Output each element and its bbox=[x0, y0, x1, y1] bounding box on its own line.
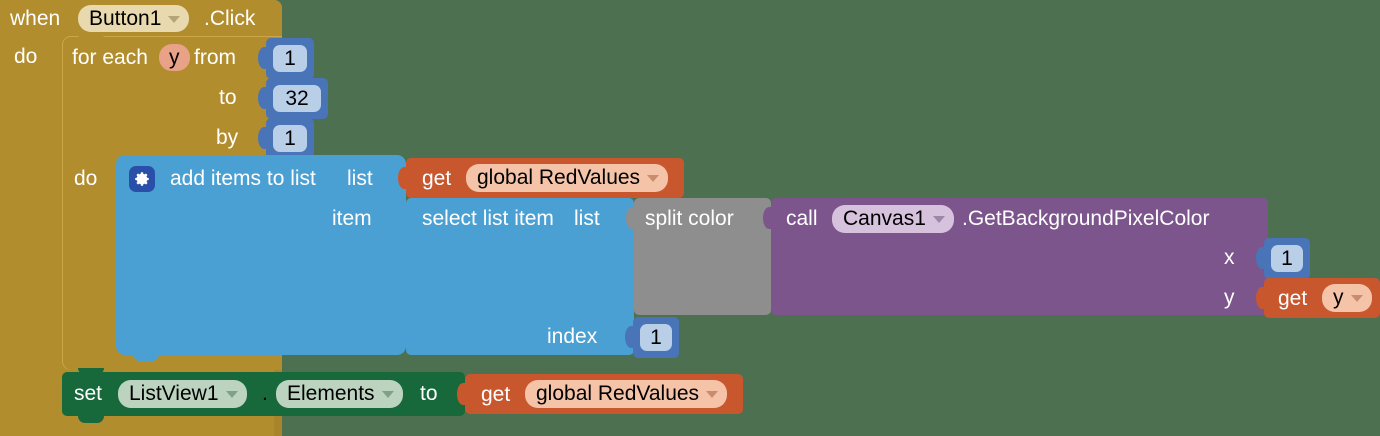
for-each-to-value-field[interactable]: 32 bbox=[273, 85, 321, 112]
select-list-item-block[interactable] bbox=[406, 198, 634, 355]
call-canvas-keyword: call bbox=[786, 207, 818, 230]
event-do-label: do bbox=[14, 45, 38, 68]
gear-icon[interactable] bbox=[129, 166, 155, 192]
add-items-list-label: list bbox=[347, 167, 373, 190]
chevron-down-icon bbox=[647, 175, 660, 182]
call-canvas-y-label: y bbox=[1224, 286, 1235, 309]
call-canvas-component-dropdown[interactable]: Canvas1 bbox=[832, 205, 954, 233]
for-each-variable-label: y bbox=[169, 45, 180, 69]
set-listview-top-notch bbox=[78, 368, 104, 374]
get-y-variable-dropdown[interactable]: y bbox=[1322, 284, 1372, 312]
for-each-to-label: to bbox=[219, 86, 237, 109]
set-value-get-keyword: get bbox=[481, 383, 511, 406]
call-canvas-component-label: Canvas1 bbox=[843, 207, 926, 230]
get-y-variable-label: y bbox=[1333, 286, 1344, 309]
select-list-item-title: select list item bbox=[422, 207, 554, 230]
call-canvas-method-label: .GetBackgroundPixelColor bbox=[962, 207, 1210, 230]
event-component-label: Button1 bbox=[89, 6, 162, 30]
for-each-by-value-field[interactable]: 1 bbox=[273, 125, 307, 152]
select-list-item-index-value-field[interactable]: 1 bbox=[640, 324, 672, 351]
set-property-label: Elements bbox=[287, 382, 375, 405]
set-dot-separator: . bbox=[262, 382, 268, 405]
get-y-keyword: get bbox=[1278, 287, 1308, 310]
split-color-block[interactable] bbox=[634, 198, 771, 315]
for-each-by-label: by bbox=[216, 126, 239, 149]
set-to-label: to bbox=[420, 382, 438, 405]
chevron-down-icon bbox=[1350, 295, 1363, 302]
add-items-title: add items to list bbox=[170, 167, 316, 190]
add-items-bottom-notch bbox=[133, 352, 159, 361]
add-items-item-label: item bbox=[332, 207, 372, 230]
for-each-do-label: do bbox=[74, 167, 98, 190]
select-list-item-list-label: list bbox=[574, 207, 600, 230]
get-global-redvalues-variable: global RedValues bbox=[477, 166, 641, 189]
set-keyword-label: set bbox=[74, 382, 103, 405]
set-listview-bottom-notch bbox=[78, 414, 104, 423]
chevron-down-icon bbox=[168, 15, 181, 23]
chevron-down-icon bbox=[932, 216, 945, 223]
for-each-from-value-field[interactable]: 1 bbox=[273, 45, 307, 72]
add-items-to-list-block[interactable] bbox=[116, 155, 406, 355]
chevron-down-icon bbox=[225, 391, 238, 398]
event-component-dropdown[interactable]: Button1 bbox=[78, 5, 190, 32]
set-property-dropdown[interactable]: Elements bbox=[276, 380, 403, 408]
set-value-get-dropdown[interactable]: global RedValues bbox=[525, 380, 728, 408]
chevron-down-icon bbox=[381, 391, 394, 398]
for-each-from-label: from bbox=[194, 46, 236, 69]
chevron-down-icon bbox=[706, 391, 719, 398]
set-value-get-variable: global RedValues bbox=[536, 382, 700, 405]
split-color-title: split color bbox=[645, 207, 734, 230]
set-component-label: ListView1 bbox=[129, 382, 219, 405]
event-name-label: .Click bbox=[204, 7, 256, 30]
for-each-top-notch bbox=[78, 32, 104, 40]
select-list-item-index-label: index bbox=[547, 325, 598, 348]
for-each-prefix-label: for each bbox=[72, 46, 148, 69]
get-global-redvalues-keyword: get bbox=[422, 167, 452, 190]
for-each-variable-field[interactable]: y bbox=[159, 44, 190, 71]
event-when-label: when bbox=[10, 7, 61, 30]
get-global-redvalues-dropdown[interactable]: global RedValues bbox=[466, 164, 669, 192]
call-canvas-x-label: x bbox=[1224, 246, 1235, 269]
set-component-dropdown[interactable]: ListView1 bbox=[118, 380, 247, 408]
call-canvas-x-value-field[interactable]: 1 bbox=[1271, 245, 1303, 272]
